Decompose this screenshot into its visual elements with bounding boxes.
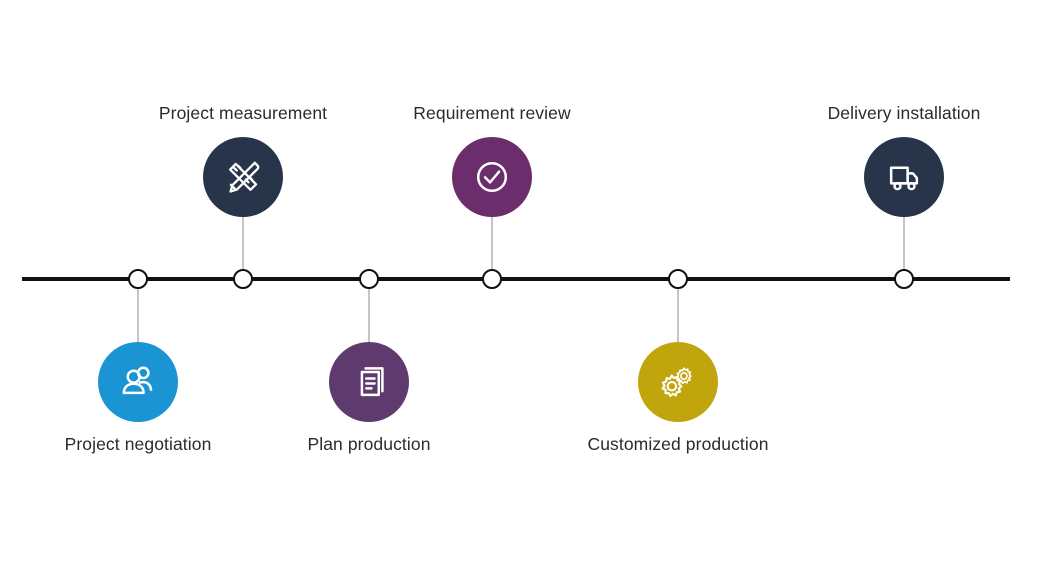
node-label-project-negotiation: Project negotiation [64,434,212,454]
timeline-axis [22,277,1010,281]
node-disc-customized-production[interactable] [638,342,718,422]
connector-stem-project-measurement [242,215,244,271]
node-label-project-measurement: Project measurement [158,103,328,123]
node-disc-project-negotiation[interactable] [98,342,178,422]
axis-marker-project-negotiation[interactable] [128,269,148,289]
node-disc-requirement-review[interactable] [452,137,532,217]
axis-marker-delivery-installation[interactable] [894,269,914,289]
connector-stem-delivery-installation [903,215,905,271]
gears-icon [655,359,701,405]
node-label-delivery-installation: Delivery installation [827,103,981,123]
document-pages-icon [346,359,392,405]
check-circle-icon [469,154,515,200]
axis-marker-project-measurement[interactable] [233,269,253,289]
axis-marker-customized-production[interactable] [668,269,688,289]
node-disc-plan-production[interactable] [329,342,409,422]
connector-stem-plan-production [368,287,370,344]
node-label-requirement-review: Requirement review [413,103,571,123]
node-label-plan-production: Plan production [307,434,431,454]
axis-marker-requirement-review[interactable] [482,269,502,289]
ruler-pencil-icon [220,154,266,200]
node-disc-project-measurement[interactable] [203,137,283,217]
connector-stem-customized-production [677,287,679,344]
node-disc-delivery-installation[interactable] [864,137,944,217]
connector-stem-project-negotiation [137,287,139,344]
node-label-customized-production: Customized production [587,434,769,454]
delivery-truck-icon [881,154,927,200]
axis-marker-plan-production[interactable] [359,269,379,289]
users-group-icon [115,359,161,405]
connector-stem-requirement-review [491,215,493,271]
